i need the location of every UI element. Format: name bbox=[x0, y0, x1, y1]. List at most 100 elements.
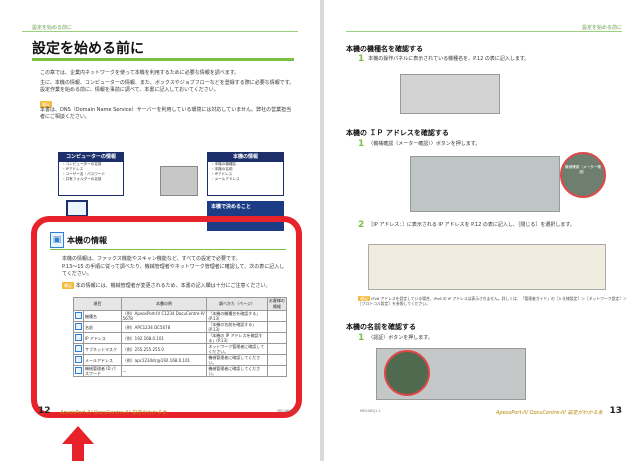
table-cell: ネットワーク管理者に確認してください。 bbox=[206, 343, 268, 355]
left-header: 設定を始める前に bbox=[32, 25, 73, 31]
machine-icon bbox=[75, 334, 82, 341]
customer-info-cell[interactable] bbox=[266, 310, 288, 322]
control-panel-illustration bbox=[410, 156, 560, 212]
table-cell: 機械管理者 ID パスワード bbox=[83, 365, 122, 377]
step-text: ［IP アドレス：］に表示される IP アドレスを P.12 の表に記入し、［閉… bbox=[368, 222, 575, 228]
machine-info-box: 本機の情報 ・本機の機種名 ・本機の名前 ・IPアドレス ・メールアドレス bbox=[207, 152, 284, 196]
row-icon bbox=[73, 354, 84, 366]
computer-info-line: ・共有フォルダーの名前 bbox=[62, 177, 102, 181]
table-row: 名前 （例）APC1234 DC5678 「本機の名前を確認する」(P.13) bbox=[73, 321, 288, 333]
section-memo: 補足 本の情報には、機械管理者が変更されるため、本書の記入欄は十分にご注意くださ… bbox=[62, 282, 288, 290]
title-underline bbox=[32, 58, 294, 61]
table-header: 調べかた（ページ） bbox=[206, 297, 268, 311]
machine-info-line: ・IPアドレス bbox=[211, 172, 233, 176]
row-icon bbox=[73, 310, 84, 322]
row-icon bbox=[73, 332, 84, 344]
table-row: サブネットマスク （例）255.255.255.0 ネットワーク管理者に確認して… bbox=[73, 343, 288, 355]
sec-ip-memo: 補足 IPv6 アドレスを設定している場合、IPv6 の IP アドレスは表示さ… bbox=[358, 296, 628, 306]
memo-block: 補足 bbox=[40, 101, 296, 109]
table-cell: （例）192.168.0.101 bbox=[120, 332, 208, 344]
customer-info-cell[interactable] bbox=[266, 321, 288, 333]
red-arrow-up-icon bbox=[62, 426, 94, 444]
customer-info-cell[interactable] bbox=[266, 354, 288, 366]
computer-info-line: ・IPアドレス bbox=[62, 167, 84, 171]
right-footer-brand: ApeosPort-IV DocuCentre-IV 設定がわかる本 bbox=[496, 410, 603, 416]
table-cell: （例）apc1234dc@192.168.0.101 bbox=[120, 354, 208, 366]
page-title: 設定を始める前に bbox=[32, 41, 144, 57]
table-header: 本書の例 bbox=[120, 297, 208, 311]
red-arrow-stem bbox=[72, 443, 84, 461]
left-page: 設定を始める前に 設定を始める前に この章では、企業内ネットワークを使って本機を… bbox=[0, 0, 320, 461]
customer-info-cell[interactable] bbox=[266, 332, 288, 344]
section-memo-text: 本の情報には、機械管理者が変更されるため、本書の記入欄は十分にご注意ください。 bbox=[75, 283, 271, 289]
table-cell: 「本機の名前を確認する」(P.13) bbox=[206, 321, 268, 333]
table-cell: IP アドレス bbox=[83, 332, 122, 344]
info-diagram: コンピューターの情報 ・コンピューターの名前 ・IPアドレス ・ユーザー名・パス… bbox=[58, 152, 284, 231]
memo-tag: 補足 bbox=[62, 282, 74, 289]
step-number: 1 bbox=[358, 54, 365, 64]
machine-info-icon: ▣ bbox=[50, 232, 64, 248]
left-header-rule bbox=[22, 31, 298, 32]
computer-info-box: コンピューターの情報 ・コンピューターの名前 ・IPアドレス ・ユーザー名・パス… bbox=[58, 152, 124, 196]
row-icon bbox=[73, 343, 84, 355]
meter-button-zoom bbox=[560, 152, 606, 198]
section-title: 本機の情報 bbox=[67, 236, 107, 245]
table-cell: 機械管理者に確認してください。 bbox=[206, 354, 268, 366]
memo-tag: 補足 bbox=[40, 101, 52, 108]
step-text: 本機の操作パネルに表示されている機種名を、P.12 の表に記入します。 bbox=[368, 56, 530, 62]
sec-ip-step-2: 2［IP アドレス：］に表示される IP アドレスを P.12 の表に記入し、［… bbox=[358, 220, 618, 230]
ip-address-screen bbox=[368, 244, 606, 290]
row-icon bbox=[73, 321, 84, 333]
left-page-number: 12 bbox=[38, 406, 51, 416]
sec-ip-memo-text: IPv6 アドレスを設定している場合、IPv6 の IP アドレスは表示されませ… bbox=[358, 296, 627, 306]
memo-tag: 補足 bbox=[358, 296, 370, 301]
row-icon bbox=[73, 365, 84, 377]
highlight-frame bbox=[31, 216, 302, 418]
customer-info-cell[interactable] bbox=[266, 365, 288, 377]
right-header-rule bbox=[346, 31, 622, 32]
step-text: 〈機械確認（メーター確認）〉ボタンを押します。 bbox=[368, 141, 481, 147]
sec-ip-step-1: 1〈機械確認（メーター確認）〉ボタンを押します。 bbox=[358, 139, 618, 149]
step-number: 1 bbox=[358, 139, 365, 149]
machine-info-title: 本機の情報 bbox=[208, 153, 283, 162]
table-cell: サブネットマスク bbox=[83, 343, 122, 355]
meter-button-label: 機械確認（メーター確認） bbox=[565, 165, 601, 174]
machine-icon bbox=[75, 367, 82, 374]
computer-info-line: ・ユーザー名・パスワード bbox=[62, 172, 106, 176]
step-number: 1 bbox=[358, 333, 365, 343]
machine-icon bbox=[75, 356, 82, 363]
step-number: 2 bbox=[358, 220, 365, 230]
intro-paragraph-2: 主に、本機の情報、コンピューターの情報、また、ボックスやジョブフローなどを登録す… bbox=[40, 80, 295, 93]
table-cell: （例）ApeosPort-IV C1234 DocuCentre-IV 5678 bbox=[120, 310, 208, 322]
table-cell: 「本機の IP アドレスを確認する」(P.13) bbox=[206, 332, 268, 344]
machine-info-line: ・本機の名前 bbox=[211, 167, 233, 171]
machine-front-illustration bbox=[400, 74, 500, 114]
table-cell: （例）255.255.255.0 bbox=[120, 343, 208, 355]
sec-name-step-1: 1〈認証〉ボタンを押します。 bbox=[358, 333, 618, 343]
section-body-1: 本機の情報は、ファックス機能やスキャン機能など、すべての設定で必要です。 bbox=[62, 256, 241, 262]
table-row: IP アドレス （例）192.168.0.101 「本機の IP アドレスを確認… bbox=[73, 332, 288, 344]
table-row: メールアドレス （例）apc1234dc@192.168.0.101 機械管理者… bbox=[73, 354, 288, 366]
machine-icon bbox=[75, 345, 82, 352]
table-cell: （例）APC1234 DC5678 bbox=[120, 321, 208, 333]
left-footer-code: ME0481J1-1 bbox=[277, 409, 298, 413]
table-header: お客様の情報 bbox=[266, 297, 288, 311]
section-rule bbox=[50, 249, 286, 250]
table-cell: 名前 bbox=[83, 321, 122, 333]
customer-info-cell[interactable] bbox=[266, 343, 288, 355]
machine-info-line: ・本機の機種名 bbox=[211, 162, 237, 166]
sec-model-title: 本機の機種名を確認する bbox=[346, 45, 423, 53]
sec-ip-title: 本機の ＩＰ アドレスを確認する bbox=[346, 129, 449, 137]
table-row: 機械管理者 ID パスワード － 機械管理者に確認してください。 bbox=[73, 365, 288, 377]
computer-illustration bbox=[66, 200, 88, 217]
section-body-2: P.13～15 の手順に従って調べたり、機械管理者やネットワーク管理者に確認して… bbox=[62, 264, 285, 277]
right-header: 設定を始める前に bbox=[581, 25, 622, 31]
decide-box-title: 本機で決めること bbox=[211, 204, 252, 210]
left-footer-brand: ApeosPort-IV DocuCentre-IV 設定がわかる本 bbox=[60, 410, 167, 416]
computer-info-line: ・コンピューターの名前 bbox=[62, 162, 102, 166]
page-gutter bbox=[320, 0, 324, 461]
table-cell: 「本機の機種名を確認する」(P.13) bbox=[206, 310, 268, 322]
